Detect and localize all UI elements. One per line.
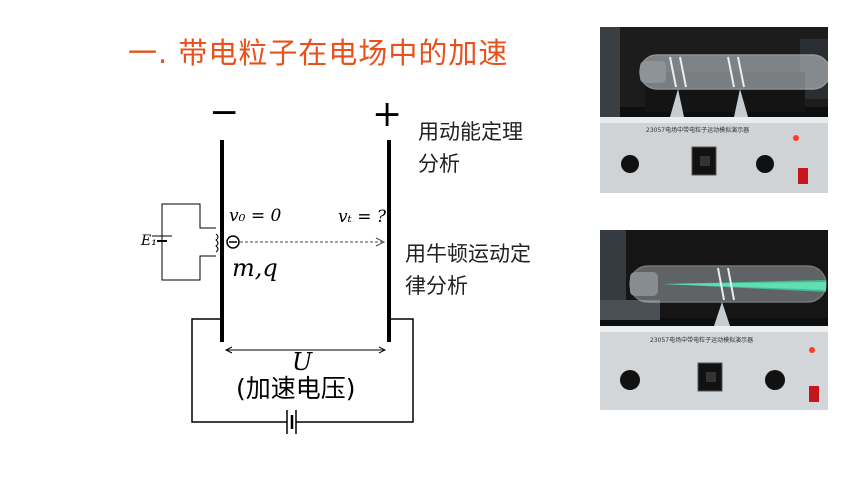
heater-circuit-wire xyxy=(161,203,216,281)
device-photo-drawing-off: 23057电场中带电粒子运动模拟演示器 xyxy=(600,27,828,193)
device-label-bottom: 23057电场中带电粒子运动模拟演示器 xyxy=(650,336,753,344)
vt-label: vₜ = ? xyxy=(338,207,387,227)
dimension-arrow-left-icon xyxy=(224,346,233,354)
u-caption: (加速电压) xyxy=(236,374,356,403)
filament-coil-icon xyxy=(215,233,219,253)
minus-sign: − xyxy=(209,92,239,133)
device-photo-beam-on: 23057电场中带电粒子运动模拟演示器 xyxy=(600,230,828,410)
v0-label: v₀ = 0 xyxy=(229,206,281,226)
device-label-top: 23057电场中带电粒子运动模拟演示器 xyxy=(646,126,749,134)
mq-label: m,q xyxy=(232,254,278,282)
heater-battery-icon xyxy=(152,235,172,242)
device-photo-beam-off: 23057电场中带电粒子运动模拟演示器 xyxy=(600,27,828,193)
outer-circuit-wire-right xyxy=(296,318,414,423)
dimension-arrow-right-icon xyxy=(378,346,387,354)
trajectory-arrowhead-icon xyxy=(375,237,386,247)
plus-sign: + xyxy=(372,94,402,135)
device-photo-drawing-on: 23057电场中带电粒子运动模拟演示器 xyxy=(600,230,828,410)
energy-theorem-note: 用动能定理分析 xyxy=(418,120,523,176)
newton-law-note: 用牛顿运动定律分析 xyxy=(405,242,531,298)
particle-icon xyxy=(226,235,240,249)
u-label: U xyxy=(292,348,313,376)
outer-circuit-wire xyxy=(191,318,287,423)
slide-title: 一. 带电粒子在电场中的加速 xyxy=(128,36,509,70)
e1-label: E₁ xyxy=(140,233,157,249)
battery-icon xyxy=(286,410,297,434)
